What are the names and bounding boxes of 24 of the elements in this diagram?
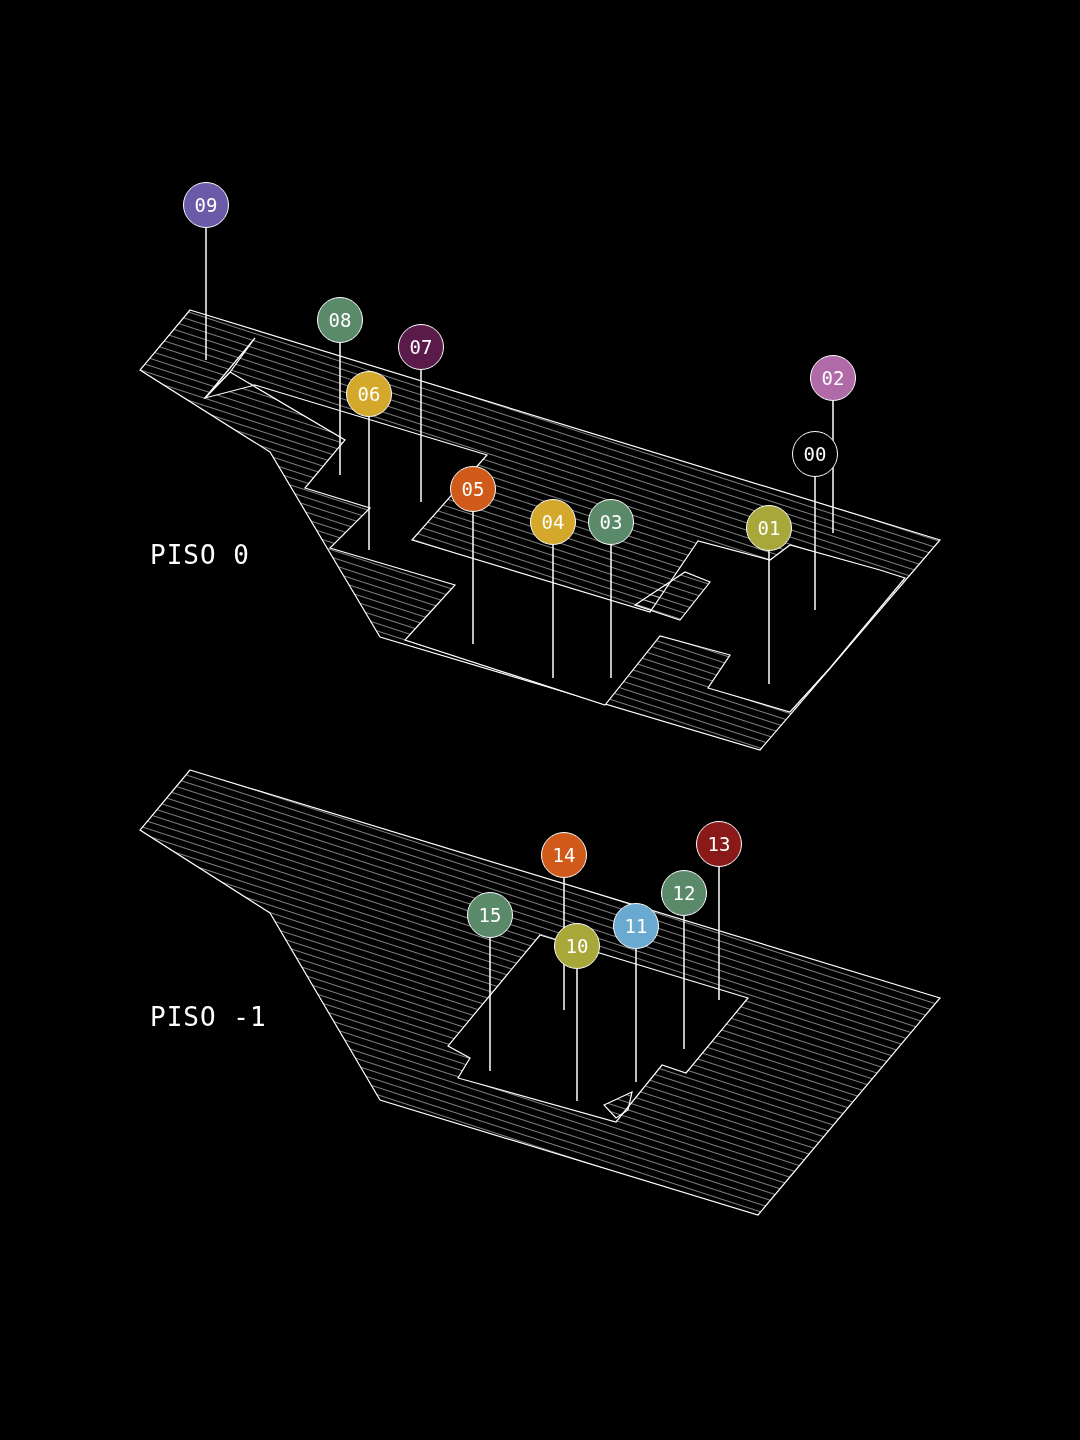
callout-number: 12 (661, 870, 707, 916)
callout-number: 02 (810, 355, 856, 401)
leader-line (576, 968, 578, 1102)
callout-number: 09 (183, 182, 229, 228)
callout-number: 07 (398, 324, 444, 370)
leader-line (489, 937, 491, 1072)
leader-line (768, 550, 770, 685)
leader-line (718, 866, 720, 1001)
leader-line (610, 544, 612, 679)
callout-number: 13 (696, 821, 742, 867)
leader-line (683, 915, 685, 1050)
callout-number: 00 (792, 431, 838, 477)
floor-label: PISO 0 (150, 540, 250, 570)
leader-line (635, 948, 637, 1083)
leader-line (552, 544, 554, 679)
callout-number: 14 (541, 832, 587, 878)
leader-line (339, 342, 341, 476)
leader-line (472, 511, 474, 645)
leader-line (205, 227, 207, 361)
floor-label: PISO -1 (150, 1002, 267, 1032)
callout-number: 08 (317, 297, 363, 343)
leader-line (368, 416, 370, 551)
leader-line (420, 369, 422, 503)
leader-line (814, 476, 816, 611)
